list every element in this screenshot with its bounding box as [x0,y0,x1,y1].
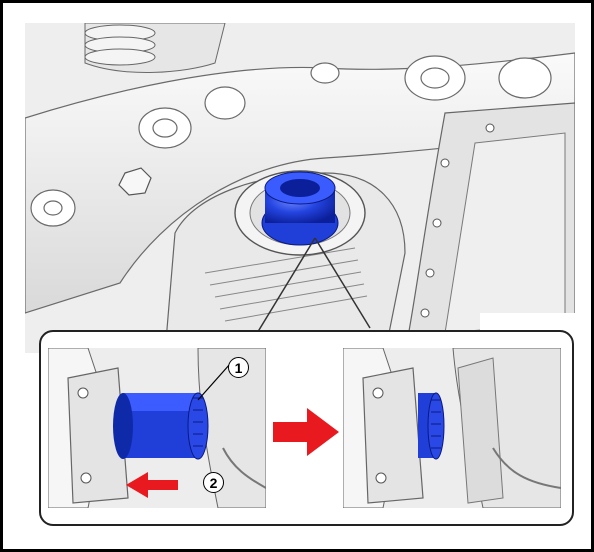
bolt-head [118,167,152,196]
coil-spring [84,24,156,66]
detail-after-install [343,348,561,508]
seal-installer-tool-detail [113,392,209,460]
left-arrow-icon [126,472,178,498]
after-install-illustration [343,348,561,508]
right-arrow-icon [273,408,339,456]
callout-label-1: 1 [228,357,249,378]
detail-callout-box: 1 2 [39,330,574,526]
detail-before-install: 1 2 [48,348,266,508]
seal-installer-tool [261,171,339,246]
main-assembly-view [25,23,575,353]
main-assembly-illustration [25,23,575,353]
installed-seal [418,392,445,460]
callout-label-2: 2 [203,472,224,493]
before-install-illustration [48,348,266,508]
